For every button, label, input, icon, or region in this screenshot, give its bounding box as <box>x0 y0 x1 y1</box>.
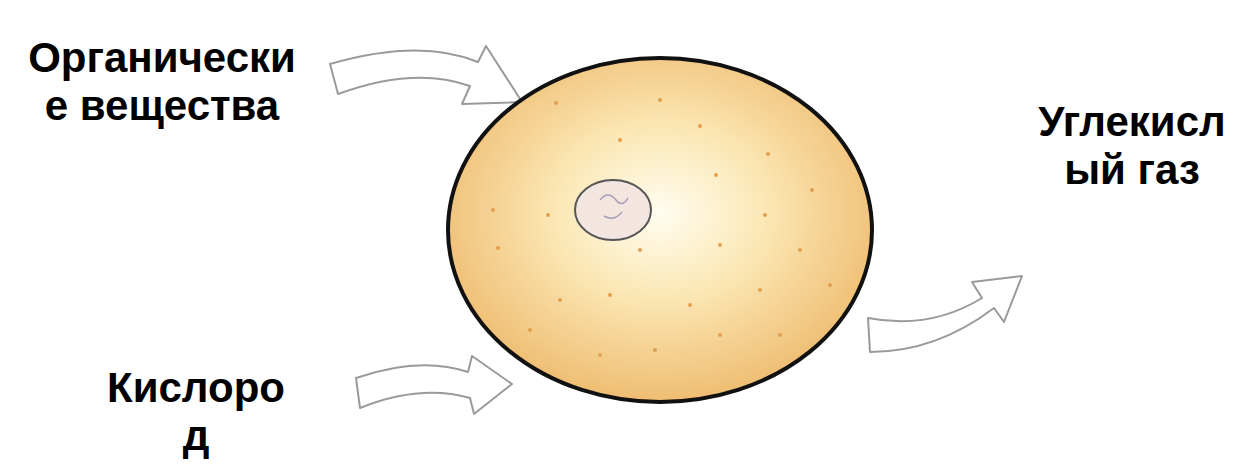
substance-label: Кислоро д <box>105 364 287 460</box>
chromatin <box>600 195 628 218</box>
output-arrow <box>868 276 1022 352</box>
cytoplasm-granules <box>491 98 832 357</box>
input-arrow <box>330 46 522 104</box>
substance-label: Углекисл ый газ <box>1036 98 1228 194</box>
cell-nucleus <box>575 180 651 240</box>
input-arrow <box>356 356 512 414</box>
substance-label: Органически е вещества <box>26 34 298 130</box>
cell-membrane <box>448 58 872 402</box>
